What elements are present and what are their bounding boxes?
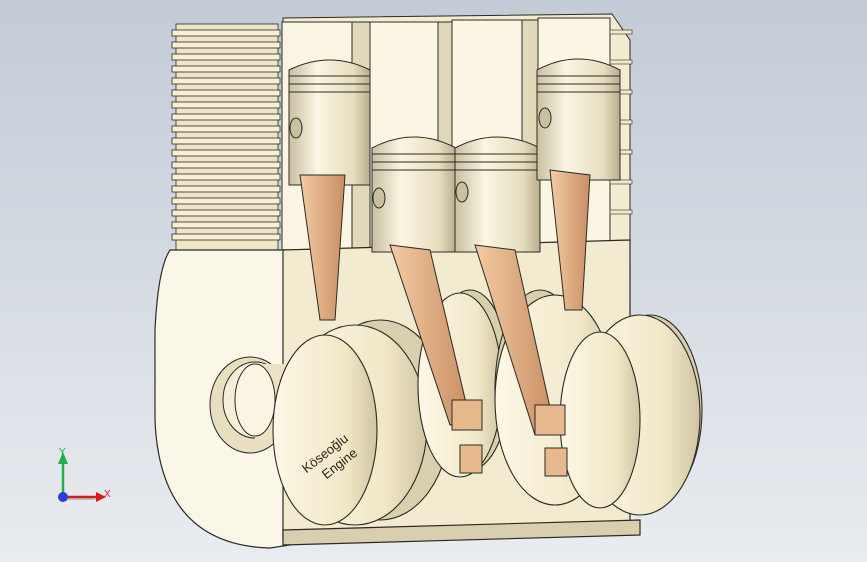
pistons[interactable] <box>288 58 621 253</box>
piston-3 <box>454 136 541 253</box>
cooling-fins-right <box>609 29 633 215</box>
coordinate-triad: Y X <box>58 447 111 502</box>
connecting-rods[interactable] <box>299 169 591 477</box>
piston-1 <box>288 59 371 186</box>
z-axis-indicator <box>58 492 68 502</box>
x-axis-label: X <box>104 489 111 500</box>
y-axis-label: Y <box>59 447 66 458</box>
cooling-fins[interactable] <box>171 23 281 251</box>
piston-2 <box>371 136 457 253</box>
piston-4 <box>536 58 621 181</box>
